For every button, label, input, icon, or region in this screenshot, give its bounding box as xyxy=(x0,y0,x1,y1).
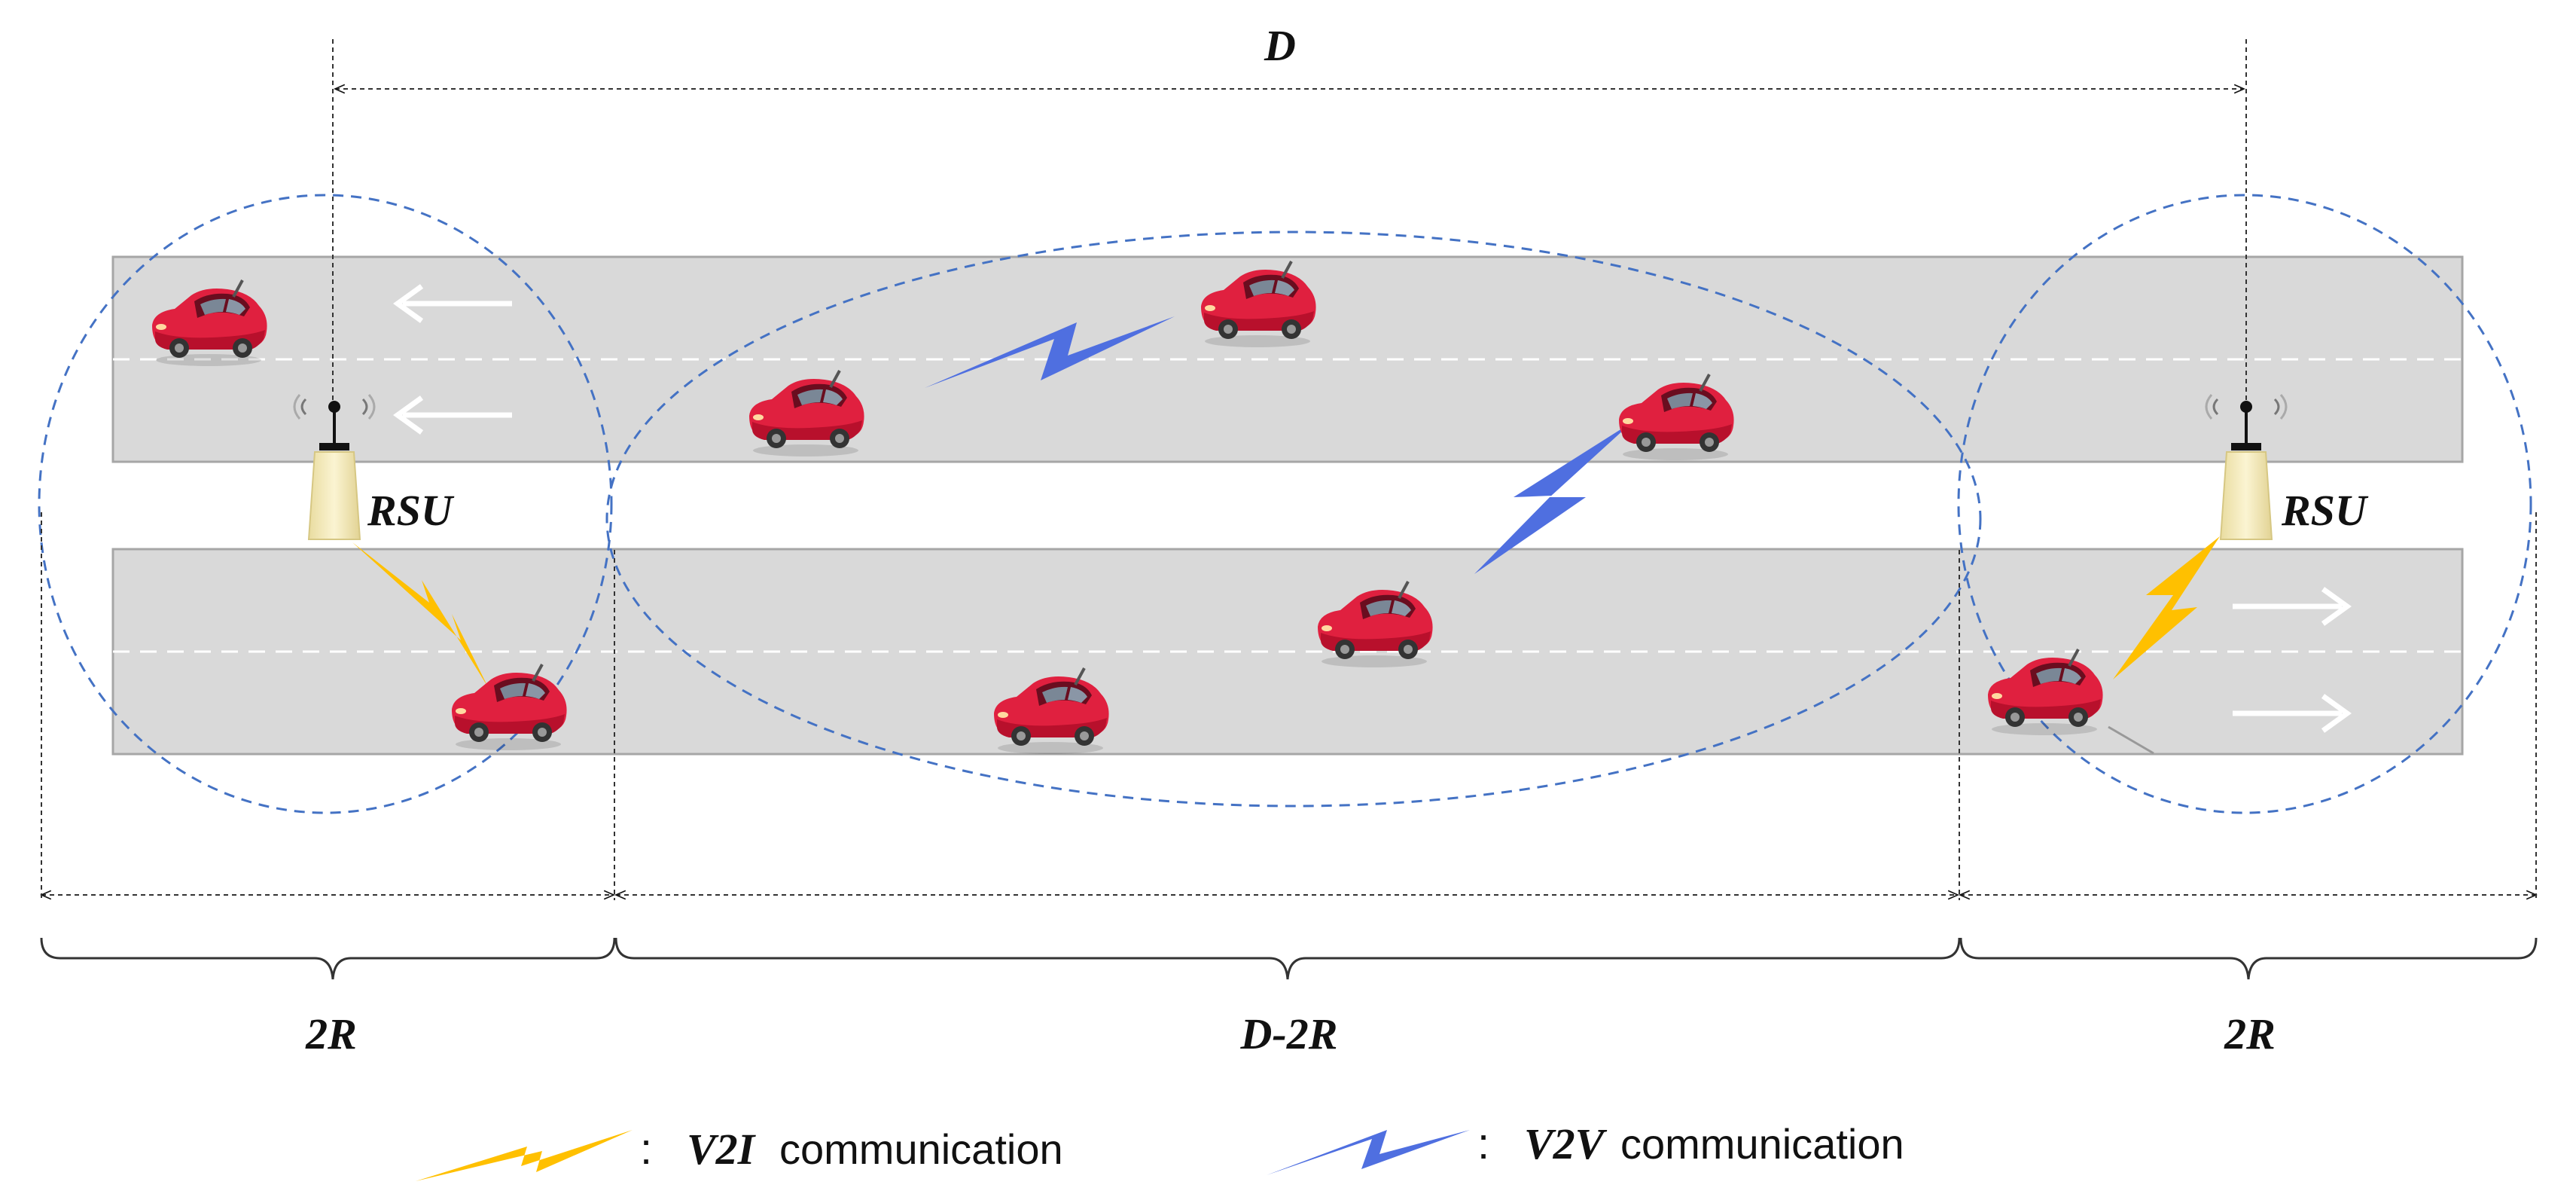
legend: : V2I communication : V2V communication xyxy=(416,1119,1904,1181)
v2v-bolt-middle xyxy=(1474,422,1632,574)
lane-arrow-left-upper xyxy=(393,284,512,323)
distance-d-label: D xyxy=(1264,21,1296,70)
span-middle-label: D-2R xyxy=(1240,1009,1338,1058)
lane-arrow-right-upper xyxy=(2233,587,2352,626)
legend-v2i-abbr: V2I xyxy=(687,1125,757,1174)
legend-v2v-text: communication xyxy=(1620,1120,1904,1168)
rsu-right-label: RSU xyxy=(2281,486,2369,535)
brace-middle xyxy=(614,937,1961,980)
brace-right xyxy=(1959,937,2538,980)
coverage-ring-middle xyxy=(605,231,1982,808)
legend-v2i-bolt-icon xyxy=(416,1130,633,1181)
lane-arrow-left-lower xyxy=(393,395,512,435)
v2v-bolt-top xyxy=(925,316,1175,388)
span-right-label: 2R xyxy=(2224,1009,2276,1058)
coverage-ring-left xyxy=(38,194,613,814)
span-left-label: 2R xyxy=(305,1009,357,1058)
legend-v2i-text: communication xyxy=(779,1125,1063,1173)
legend-v2v-abbr: V2V xyxy=(1524,1119,1608,1168)
car-8-signal-trail xyxy=(2108,725,2154,755)
coverage-ring-right xyxy=(1957,194,2532,814)
lane-arrow-right-lower xyxy=(2233,694,2352,733)
rsu-left-label: RSU xyxy=(367,486,455,535)
legend-v2v-separator: : xyxy=(1477,1119,1489,1168)
legend-v2i-separator: : xyxy=(640,1125,652,1174)
brace-left xyxy=(40,937,616,980)
legend-v2v-bolt-icon xyxy=(1267,1130,1470,1175)
v2i-bolt-right xyxy=(2113,536,2220,679)
